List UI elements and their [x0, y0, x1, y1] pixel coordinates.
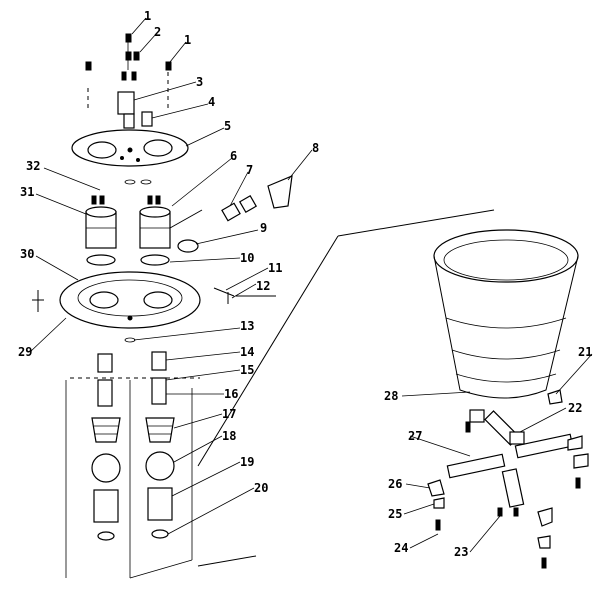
bolts: [435, 421, 581, 569]
upper-cylinders: [85, 195, 171, 249]
callout-5: 5: [224, 119, 231, 133]
ball-right: [145, 451, 175, 481]
callout-1b: 1: [184, 33, 191, 47]
leader-lines: [29, 17, 593, 553]
callout-24: 24: [394, 541, 408, 555]
bucket: [433, 229, 579, 399]
callout-27: 27: [408, 429, 422, 443]
threaded-nozzles: [91, 417, 175, 443]
top-plate: [71, 129, 189, 167]
callout-16: 16: [224, 387, 238, 401]
callout-9: 9: [260, 221, 267, 235]
callout-30: 30: [20, 247, 34, 261]
knob-right: [141, 111, 153, 127]
ball-left: [91, 453, 121, 483]
callout-8: 8: [312, 141, 319, 155]
base-plate: [59, 271, 201, 329]
callout-12: 12: [256, 279, 270, 293]
right-assembly: [197, 209, 589, 569]
callout-4: 4: [208, 95, 215, 109]
callout-29: 29: [18, 345, 32, 359]
callout-19: 19: [240, 455, 254, 469]
callout-6: 6: [230, 149, 237, 163]
callout-17: 17: [222, 407, 236, 421]
callout-23: 23: [454, 545, 468, 559]
callout-20: 20: [254, 481, 268, 495]
side-parts: [177, 175, 293, 253]
callout-10: 10: [240, 251, 254, 265]
callout-13: 13: [240, 319, 254, 333]
coupling-part: [117, 91, 135, 115]
callout-21: 21: [578, 345, 592, 359]
callout-22: 22: [568, 401, 582, 415]
callout-32: 32: [26, 159, 40, 173]
callout-28: 28: [384, 389, 398, 403]
callout-14: 14: [240, 345, 254, 359]
callout-15: 15: [240, 363, 254, 377]
callout-18: 18: [222, 429, 236, 443]
callout-26: 26: [388, 477, 402, 491]
tubes: [97, 351, 167, 407]
spray-arms: [446, 409, 574, 508]
callout-labels: 1 2 1 3 4 5 6 7 8 9 10 11 12 13 14 15 16…: [18, 9, 592, 559]
callout-25: 25: [388, 507, 402, 521]
filter-right: [147, 487, 173, 521]
knob-left: [123, 113, 135, 129]
callout-2: 2: [154, 25, 161, 39]
callout-3: 3: [196, 75, 203, 89]
filter-left: [93, 489, 119, 523]
callout-11: 11: [268, 261, 282, 275]
top-screws: [85, 33, 172, 81]
left-assembly: [32, 33, 293, 579]
callout-7: 7: [246, 163, 253, 177]
callout-31: 31: [20, 185, 34, 199]
callout-1a: 1: [144, 9, 151, 23]
